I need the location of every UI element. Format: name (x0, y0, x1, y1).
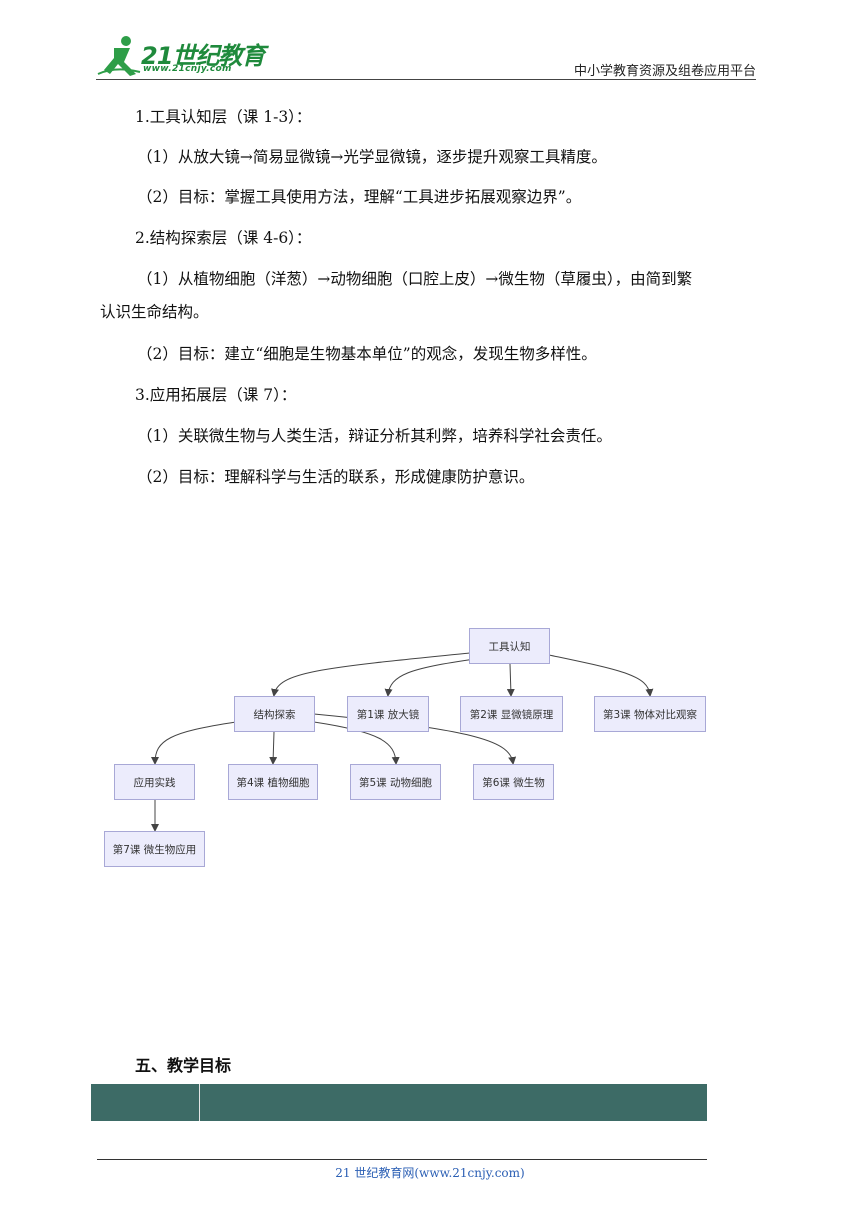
node-lesson4: 第4课 植物细胞 (228, 764, 318, 800)
node-lesson6: 第6课 微生物 (473, 764, 554, 800)
edge-tool-lesson3 (548, 654, 654, 697)
footer-link[interactable]: 21 世纪教育网(www.21cnjy.com) (335, 1166, 525, 1180)
node-lesson5: 第5课 动物细胞 (350, 764, 441, 800)
section-title: 五、教学目标 (135, 1056, 232, 1075)
paragraph-structure-1-cont: 认识生命结构。 (100, 303, 209, 321)
table-header-cell (91, 1084, 200, 1121)
paragraph-structure-2: （2）目标：建立“细胞是生物基本单位”的观念，发现生物多样性。 (137, 345, 597, 363)
node-lesson3: 第3课 物体对比观察 (594, 696, 706, 732)
paragraph-structure-1: （1）从植物细胞（洋葱）→动物细胞（口腔上皮）→微生物（草履虫），由简到繁 (137, 270, 693, 288)
node-lesson7: 第7课 微生物应用 (104, 831, 205, 867)
edge-tool-lesson2 (506, 663, 515, 697)
paragraph-apply-1: （1）关联微生物与人类生活，辩证分析其利弊，培养科学社会责任。 (137, 427, 612, 445)
paragraph-apply-2: （2）目标：理解科学与生活的联系，形成健康防护意识。 (137, 468, 535, 486)
edge-tool-lesson1 (384, 658, 476, 697)
paragraph-tool-layer: 1.工具认知层（课 1-3）： (135, 108, 312, 126)
edge-tool-structure (271, 652, 471, 697)
node-lesson2: 第2课 显微镜原理 (460, 696, 563, 732)
node-lesson1: 第1课 放大镜 (347, 696, 429, 732)
paragraph-structure-layer: 2.结构探索层（课 4-6）： (135, 229, 312, 247)
header-divider (96, 79, 756, 80)
footer-divider (97, 1159, 707, 1160)
table-header-row (91, 1084, 707, 1121)
logo-runner-icon (97, 36, 141, 76)
node-tool-cognition: 工具认知 (469, 628, 550, 664)
paragraph-apply-layer: 3.应用拓展层（课 7）： (135, 386, 297, 404)
paragraph-tool-1: （1）从放大镜→简易显微镜→光学显微镜，逐步提升观察工具精度。 (137, 148, 607, 166)
edge-structure-lesson4 (269, 731, 278, 765)
edge-structure-apply (151, 721, 237, 765)
platform-title: 中小学教育资源及组卷应用平台 (573, 64, 756, 79)
logo-url: www.21cnjy.com (143, 64, 232, 74)
node-structure-explore: 结构探索 (234, 696, 315, 732)
node-apply-practice: 应用实践 (114, 764, 195, 800)
logo-text: 21世纪教育 (141, 42, 265, 70)
paragraph-tool-2: （2）目标：掌握工具使用方法，理解“工具进步拓展观察边界”。 (137, 188, 582, 206)
